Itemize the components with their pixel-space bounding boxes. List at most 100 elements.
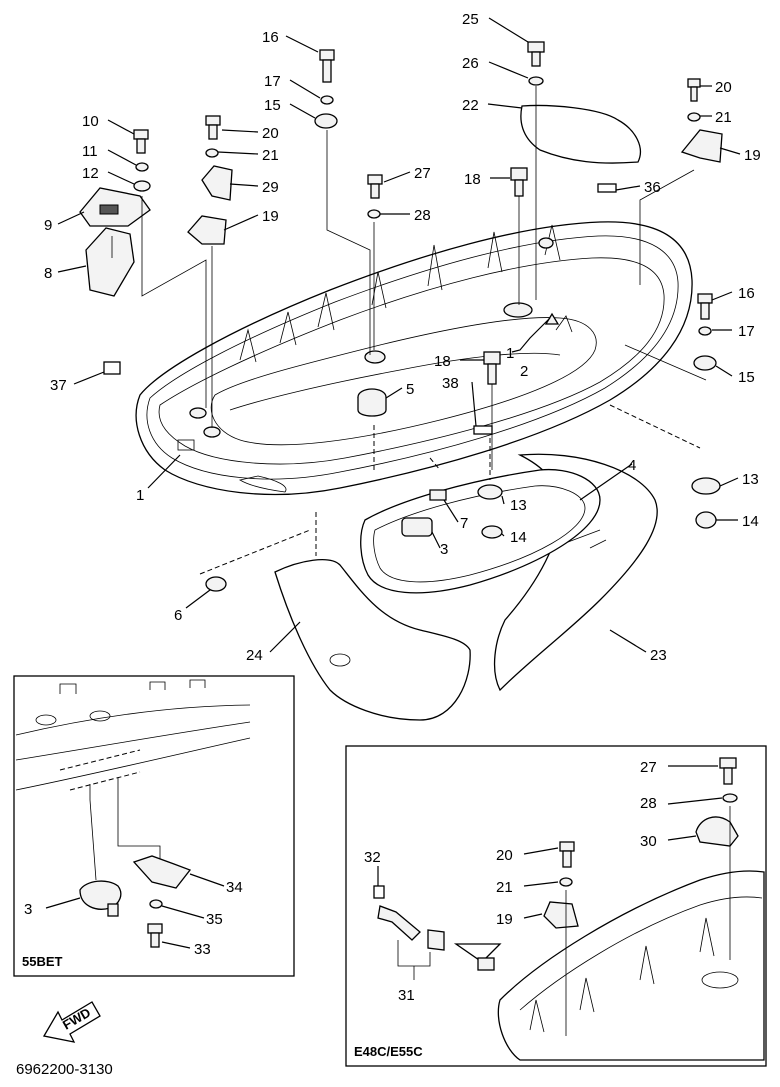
label-6: 6 [174, 607, 182, 624]
label-36: 36 [644, 179, 661, 196]
bolt-20-right [687, 78, 701, 102]
label-21a: 21 [262, 147, 279, 164]
clip-30 [695, 816, 739, 847]
label-17a: 17 [264, 73, 281, 90]
label-13a: 13 [510, 497, 527, 514]
inset-left-label-35: 35 [206, 911, 223, 928]
bolt-27 [367, 174, 383, 199]
label-28: 28 [414, 207, 431, 224]
label-7: 7 [460, 515, 468, 532]
washer-26 [528, 76, 544, 86]
washer-35 [149, 899, 163, 909]
washer-12 [133, 180, 151, 192]
label-1b: 1 [506, 345, 514, 362]
label-17b: 17 [738, 323, 755, 340]
bolt-16-right [697, 293, 713, 320]
label-18a: 18 [464, 171, 481, 188]
grommet-13-center [477, 484, 503, 500]
label-19b: 19 [744, 147, 761, 164]
label-4: 4 [628, 457, 636, 474]
clip-29 [201, 165, 233, 201]
label-29: 29 [262, 179, 279, 196]
inset-55bet: 3 34 35 33 55BET [13, 675, 295, 977]
bolt-27-inset [719, 757, 737, 785]
plate-22 [520, 104, 642, 164]
label-15a: 15 [264, 97, 281, 114]
label-15b: 15 [738, 369, 755, 386]
label-2: 2 [520, 363, 528, 380]
label-18b: 18 [434, 353, 451, 370]
label-38 [473, 425, 493, 435]
fwd-arrow-icon: FWD [42, 1001, 101, 1043]
inset-right-tag: E48C/E55C [354, 1044, 423, 1059]
clamp-34 [132, 855, 192, 889]
collar-14-center [481, 525, 503, 539]
bottom-cowling [135, 221, 693, 496]
label-3: 3 [440, 541, 448, 558]
washer-21-right [687, 112, 701, 122]
bolt-25 [527, 41, 545, 67]
label-37 [103, 361, 121, 375]
cover-24 [274, 559, 471, 721]
grommet-31 [377, 905, 421, 941]
washer-21-inset [559, 877, 573, 887]
washer-21-left [205, 148, 219, 158]
seal-3 [401, 517, 433, 537]
inset-left-label-3: 3 [24, 901, 32, 918]
inset-right-label-21: 21 [496, 879, 513, 896]
clamp-19-left [187, 215, 227, 245]
inset-right-label-27: 27 [640, 759, 657, 776]
clamp-19-inset [543, 901, 579, 929]
label-14a: 14 [510, 529, 527, 546]
inset-right-label-32: 32 [364, 849, 381, 866]
inset-right-label-30: 30 [640, 833, 657, 850]
label-38: 38 [442, 375, 459, 392]
label-13b: 13 [742, 471, 759, 488]
label-14b: 14 [742, 513, 759, 530]
inset-left-label-33: 33 [194, 941, 211, 958]
washer-11 [135, 162, 149, 172]
leader-lines [57, 17, 741, 653]
washer-17-left [320, 95, 334, 105]
bolt-18-center [483, 351, 501, 385]
label-26: 26 [462, 55, 479, 72]
label-23: 23 [650, 647, 667, 664]
label-10: 10 [82, 113, 99, 130]
label-27: 27 [414, 165, 431, 182]
washer-15-left [314, 113, 338, 129]
inset-left-label-34: 34 [226, 879, 243, 896]
label-12: 12 [82, 165, 99, 182]
label-32 [373, 885, 385, 899]
bolt-16-left [319, 49, 335, 83]
washer-28 [367, 209, 381, 219]
bolt-20-inset [559, 841, 575, 868]
collar-14-right [695, 511, 717, 529]
label-24: 24 [246, 647, 263, 664]
inset-right-label-20: 20 [496, 847, 513, 864]
clamp-19-right [680, 129, 723, 163]
inset-left-tag: 55BET [22, 954, 63, 969]
bolt-18-top [510, 167, 528, 197]
label-36 [597, 183, 617, 193]
diagram-code: 6962200-3130 [16, 1061, 113, 1078]
label-9: 9 [44, 217, 52, 234]
label-21b: 21 [715, 109, 732, 126]
nut-7 [429, 489, 447, 501]
washer-15-right [693, 355, 717, 371]
part-labels: 16 17 15 25 26 22 20 21 19 10 11 12 9 8 … [44, 11, 761, 664]
grommet-8 [85, 227, 135, 297]
label-37: 37 [50, 377, 67, 394]
bracket-4 [360, 468, 601, 594]
label-11: 11 [82, 143, 98, 160]
label-22: 22 [462, 97, 479, 114]
label-25: 25 [462, 11, 479, 28]
label-16b: 16 [738, 285, 755, 302]
wire-arrow [453, 943, 502, 963]
label-20a: 20 [262, 125, 279, 142]
inset-right-label-31: 31 [398, 987, 415, 1004]
inset-e48c-e55c: 27 28 30 20 21 19 32 31 E48C/E55C [345, 745, 767, 1067]
washer-28-inset [722, 793, 738, 803]
assembly-lines [111, 86, 707, 575]
grommet-13-right [691, 477, 721, 495]
